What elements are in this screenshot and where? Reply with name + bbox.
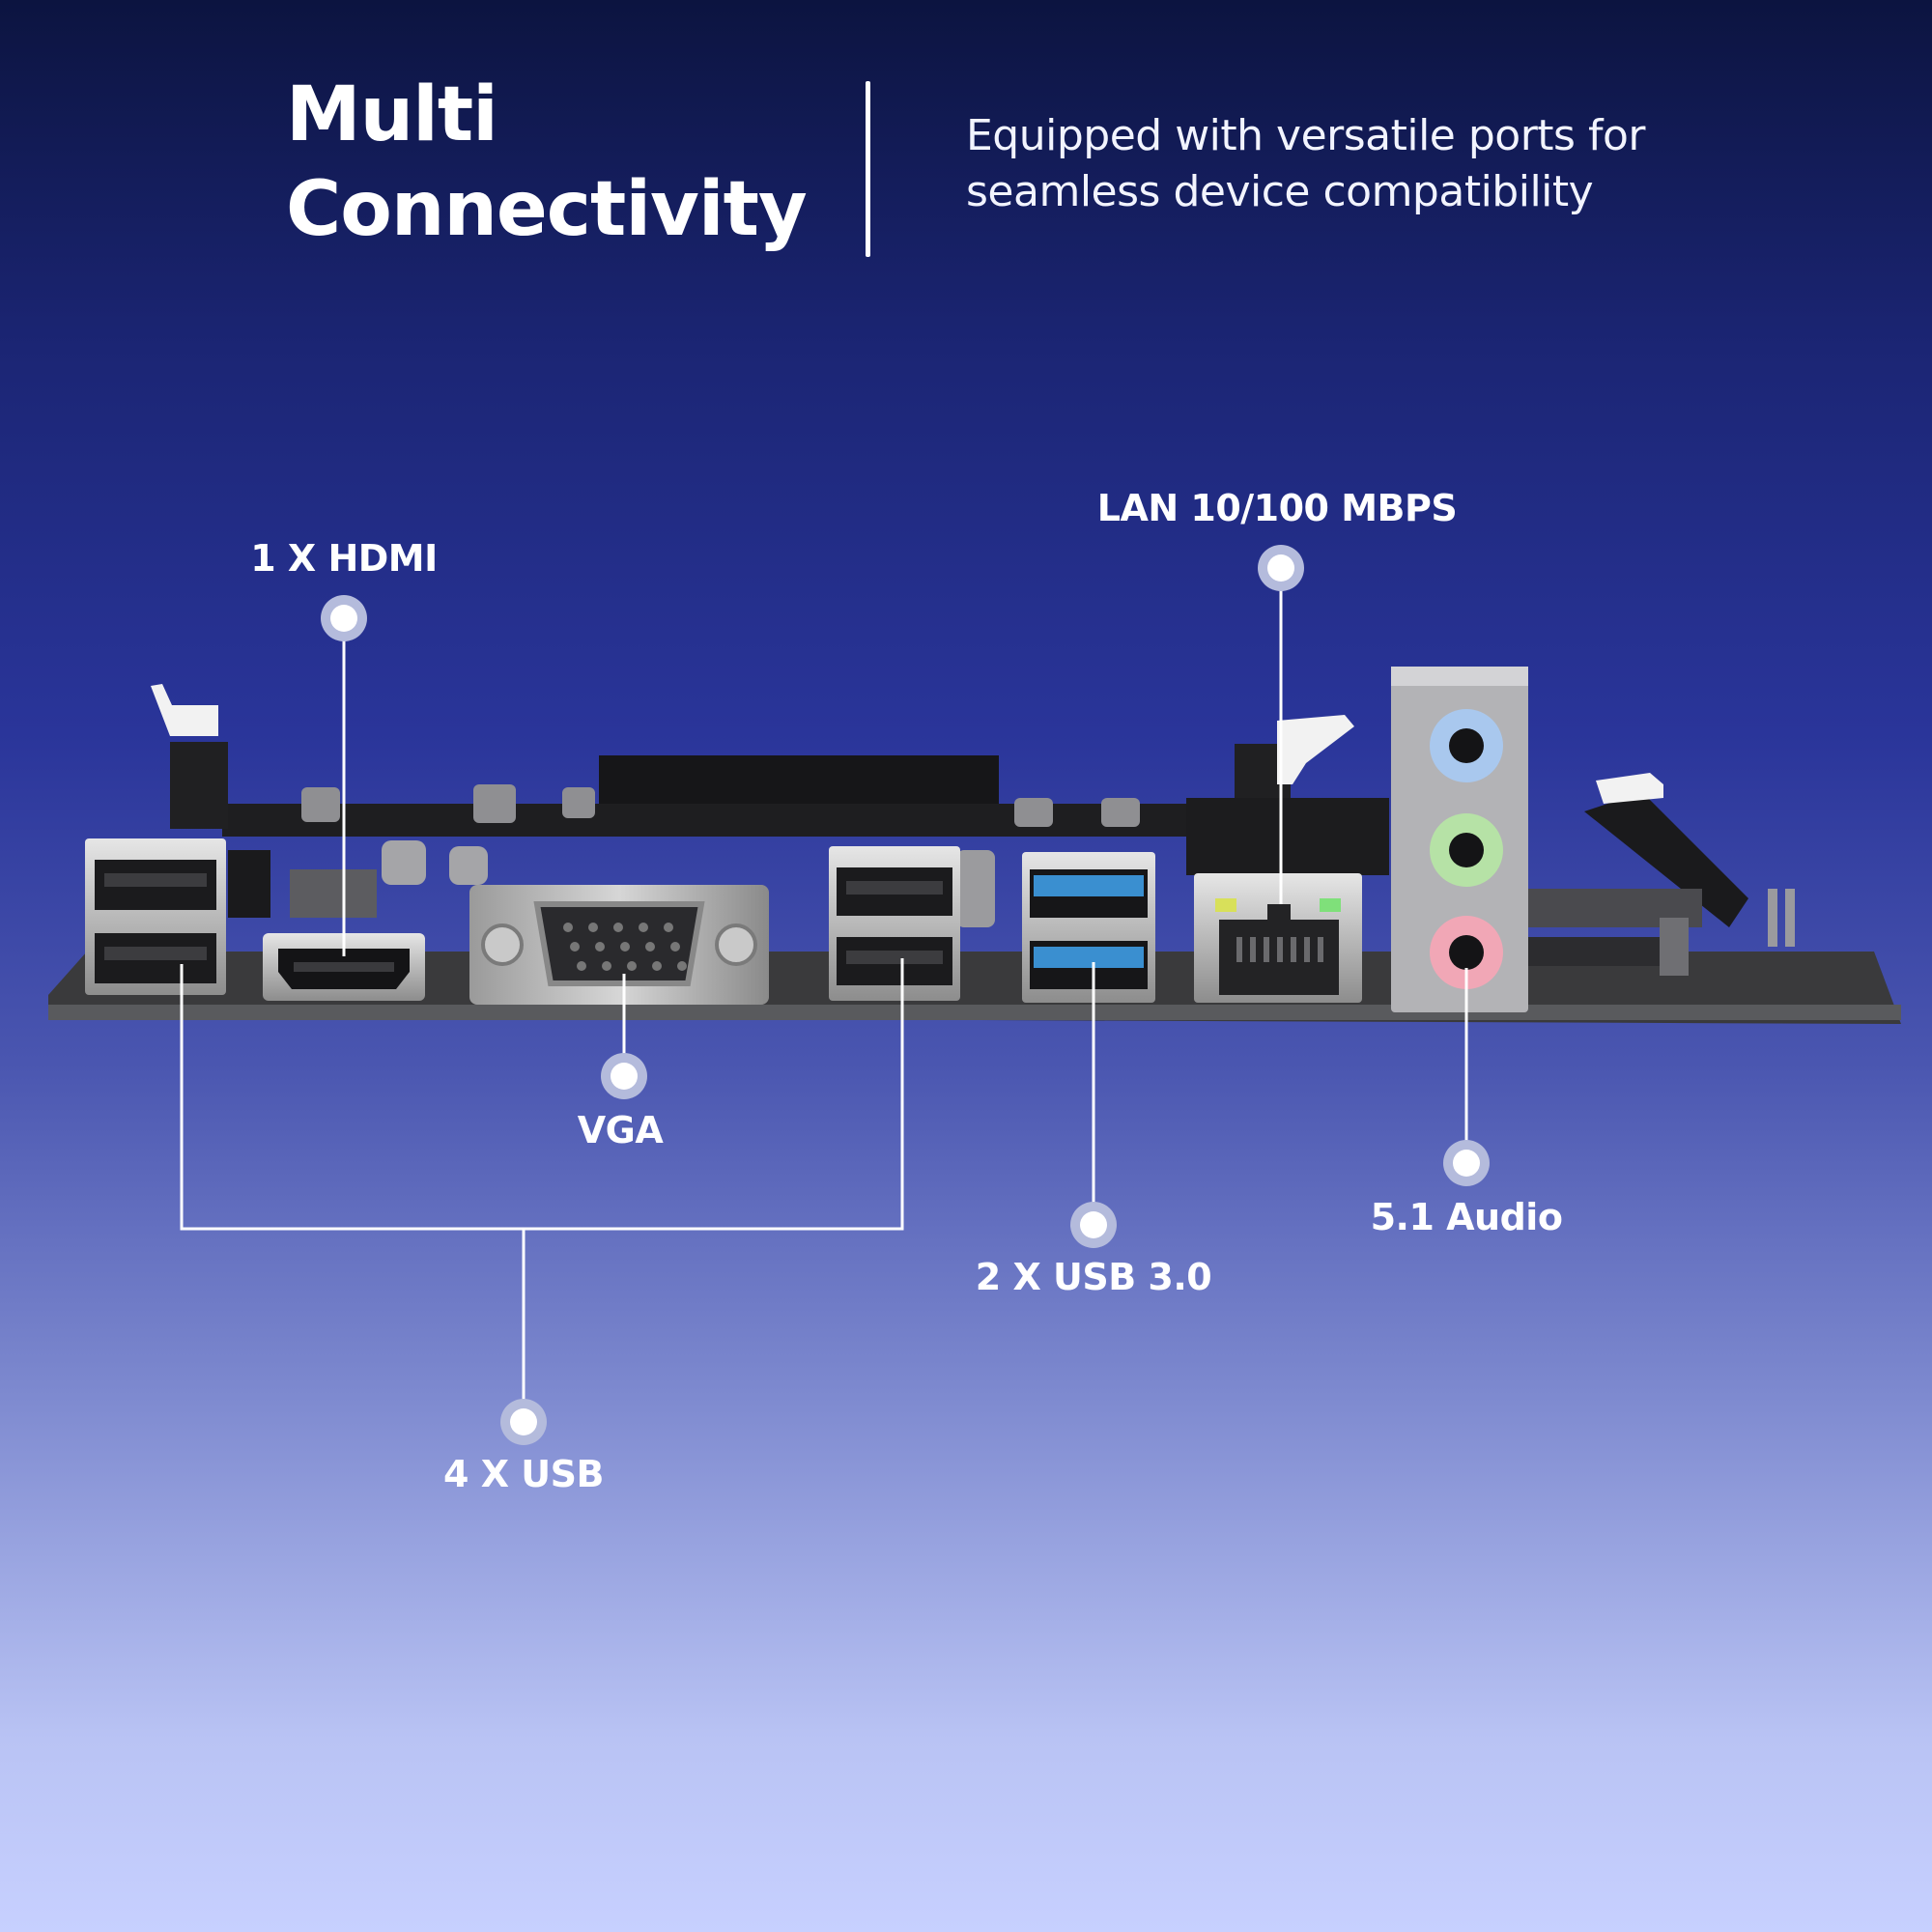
dark-component xyxy=(228,850,270,918)
callout-dots xyxy=(321,545,1490,1445)
lan-housing-back xyxy=(1186,798,1389,875)
page-subtitle: Equipped with versatile ports for seamle… xyxy=(966,108,1700,220)
audio-jack-panel xyxy=(1391,667,1528,1012)
usb-stack-left xyxy=(85,838,226,995)
lan-port xyxy=(1194,873,1362,1003)
lan-label: LAN 10/100 MBPS xyxy=(1096,487,1458,529)
page-title: Multi Connectivity xyxy=(286,68,827,257)
subtitle-line-1: Equipped with versatile ports for xyxy=(966,111,1645,160)
subtitle-line-2: seamless device compatibility xyxy=(966,167,1594,216)
title-line-1: Multi xyxy=(286,71,498,158)
vga-label: VGA xyxy=(577,1109,664,1151)
usb3-label: 2 X USB 3.0 xyxy=(975,1256,1212,1298)
usb-stack-middle xyxy=(829,846,960,1001)
vga-port xyxy=(469,885,769,1005)
latch-clip-left-icon xyxy=(151,684,218,736)
hdmi-label: 1 X HDMI xyxy=(250,537,438,580)
callout-lines xyxy=(180,568,1468,1422)
grey-component xyxy=(290,869,377,918)
slot-latch-left xyxy=(170,742,228,829)
dimm-slot-back xyxy=(222,804,1246,837)
hdmi-port xyxy=(263,933,425,1001)
title-line-2: Connectivity xyxy=(286,166,808,253)
pcie-slot-right xyxy=(1528,773,1795,976)
latch-clip-right-icon xyxy=(1277,715,1354,784)
header-divider xyxy=(866,81,870,257)
usb3-stack xyxy=(1022,852,1155,1003)
usb-label: 4 X USB xyxy=(443,1453,604,1495)
capacitors xyxy=(301,784,1140,927)
pcb-edge xyxy=(48,1005,1901,1020)
audio-label: 5.1 Audio xyxy=(1370,1196,1563,1238)
